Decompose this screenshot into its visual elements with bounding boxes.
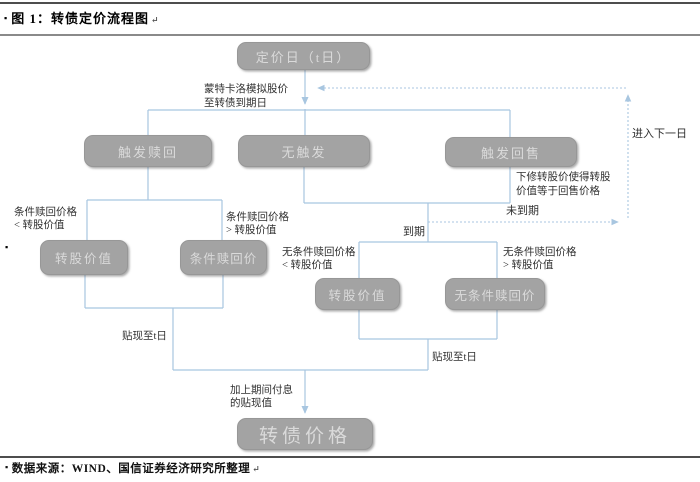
paragraph-return-icon: ↵ (252, 464, 261, 474)
label-monte-carlo-simulation: 蒙特卡洛模拟股价 至转债到期日 (204, 84, 288, 109)
edge-bar-to-outcomes (147, 109, 511, 137)
label-discount-to-t-right: 贴现至t日 (432, 352, 477, 363)
node-bond-price: 转债价格 (237, 418, 373, 450)
label-cond-redeem-gt-conversion: 条件赎回价格 > 转股价值 (226, 212, 289, 236)
label-revise-conversion-price: 下修转股价使得转股 价值等于回售价格 (516, 172, 611, 197)
label-discount-to-t-left: 贴现至t日 (122, 331, 167, 342)
figure-title: ▪图 1：转债定价流程图↵ (4, 8, 160, 27)
edge-right-merge (358, 310, 498, 370)
edge-redeem-split (86, 167, 223, 240)
node-conversion-value-left: 转股价值 (40, 240, 128, 275)
square-bullet-icon: ▪ (4, 13, 9, 23)
label-plus-interim-interest: 加上期间付息 的贴现值 (230, 385, 293, 409)
stray-bullet-mark: ▪ (5, 242, 9, 252)
label-not-matured: 未到期 (506, 205, 539, 217)
node-pricing-date: 定价日（t日） (237, 42, 370, 70)
footer-rule (0, 456, 700, 458)
title-divider-rule (0, 34, 700, 36)
label-next-day: 进入下一日 (632, 128, 687, 140)
figure-title-text: 图 1：转债定价流程图 (11, 11, 149, 26)
node-trigger-put: 触发回售 (445, 137, 577, 167)
node-conversion-value-right: 转股价值 (315, 278, 400, 310)
node-unconditional-redeem-price: 无条件赎回价 (445, 278, 545, 310)
data-source-text: 数据来源：WIND、国信证券经济研究所整理 (11, 463, 251, 475)
top-rule (0, 2, 700, 4)
label-uncond-redeem-lt-conversion: 无条件赎回价格 < 转股价值 (282, 247, 356, 271)
label-cond-redeem-lt-conversion: 条件赎回价格 < 转股价值 (14, 207, 77, 231)
edge-left-merge (84, 275, 224, 370)
label-uncond-redeem-gt-conversion: 无条件赎回价格 > 转股价值 (503, 247, 577, 271)
node-no-trigger: 无触发 (238, 135, 370, 167)
paragraph-return-icon: ↵ (150, 15, 160, 25)
data-source-note: ▪数据来源：WIND、国信证券经济研究所整理↵ (5, 460, 260, 476)
square-bullet-icon: ▪ (5, 462, 9, 472)
node-conditional-redeem-price: 条件赎回价 (180, 240, 267, 275)
label-matured: 到期 (403, 226, 425, 238)
node-trigger-redeem: 触发赎回 (84, 135, 212, 167)
